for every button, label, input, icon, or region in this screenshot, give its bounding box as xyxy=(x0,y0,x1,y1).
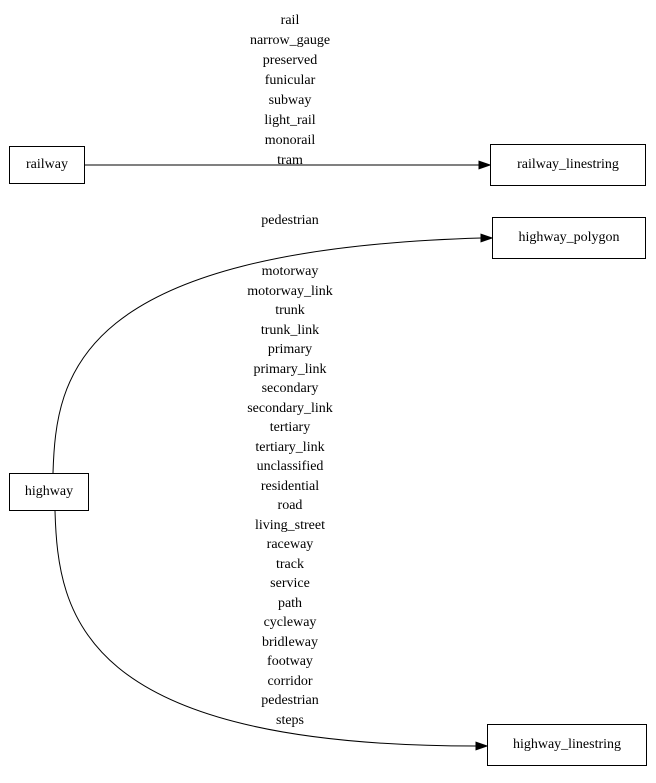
arrowhead-railway-linestring xyxy=(478,160,492,170)
node-highway: highway xyxy=(9,473,89,511)
edge-label-highway-to-highway-polygon: pedestrian xyxy=(261,213,319,228)
node-highway-linestring: highway_linestring xyxy=(487,724,647,766)
arrowhead-highway-polygon xyxy=(480,233,494,243)
node-railway-linestring: railway_linestring xyxy=(490,144,646,186)
node-railway: railway xyxy=(9,146,85,184)
edge-highway-to-highway-polygon xyxy=(52,237,482,474)
arrowhead-highway-linestring xyxy=(475,741,489,751)
node-highway-polygon: highway_polygon xyxy=(492,217,646,259)
edge-label-highway-to-highway-linestring: motorway motorway_link trunk trunk_link … xyxy=(247,264,333,728)
edge-highway-to-highway-linestring xyxy=(54,510,477,747)
edge-label-railway-to-railway-linestring: rail narrow_gauge preserved funicular su… xyxy=(249,13,331,168)
